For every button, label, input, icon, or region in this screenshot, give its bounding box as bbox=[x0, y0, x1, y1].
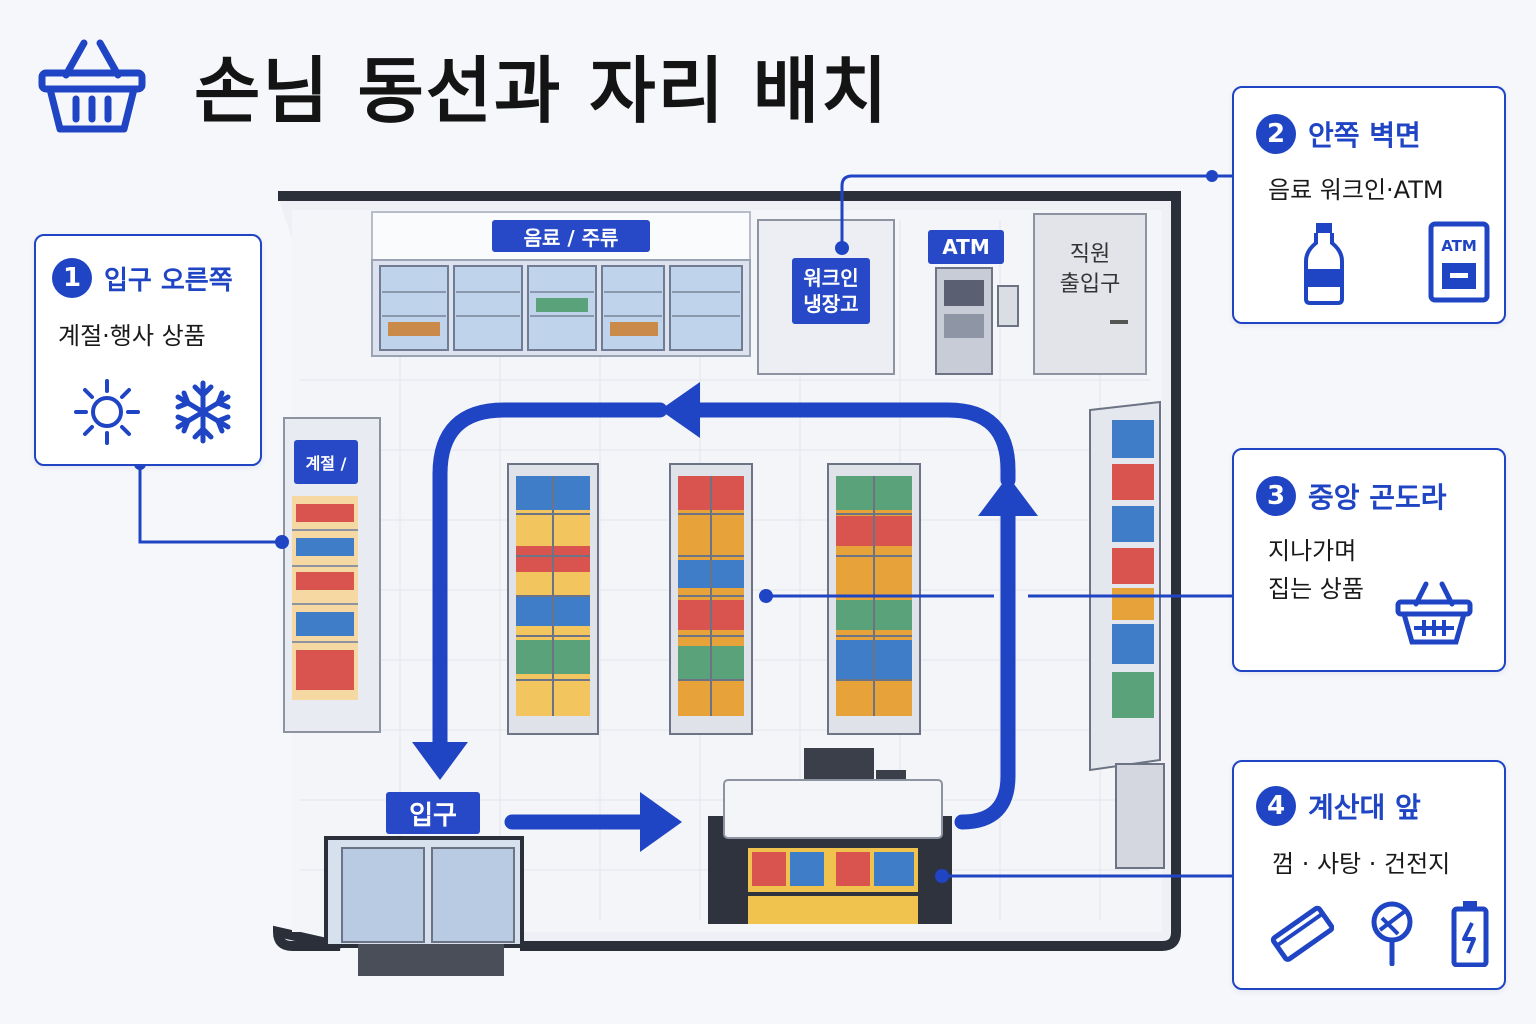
zone-card-back-wall: 2 안쪽 벽면 음료 워크인·ATM ATM bbox=[1232, 86, 1506, 324]
staff-door-label: 직원 출입구 bbox=[1052, 240, 1128, 300]
atm-machine bbox=[935, 267, 1019, 375]
staff-door-line2: 출입구 bbox=[1059, 272, 1121, 297]
zone-card-heading: 4 계산대 앞 bbox=[1256, 786, 1504, 826]
zone-subtitle-line2: 집는 상품 bbox=[1268, 575, 1364, 603]
center-gondolas bbox=[507, 463, 921, 735]
zone-number-badge: 2 bbox=[1256, 114, 1296, 154]
zone-card-checkout-front: 4 계산대 앞 껌 · 사탕 · 건전지 bbox=[1232, 760, 1506, 990]
zone-card-heading: 1 입구 오른쪽 bbox=[52, 258, 260, 298]
atm-icon: ATM bbox=[1428, 221, 1490, 303]
zone-heading: 중앙 곤도라 bbox=[1308, 481, 1447, 514]
basket-icon bbox=[1395, 581, 1473, 645]
seasonal-sign: 계절 / bbox=[294, 440, 358, 484]
header: 손님 동선과 자리 배치 bbox=[36, 32, 889, 137]
gum-icon bbox=[1270, 905, 1334, 962]
zone-card-heading: 2 안쪽 벽면 bbox=[1256, 114, 1504, 154]
zone-subtitle: 지나가며 집는 상품 bbox=[1268, 532, 1504, 608]
snowflake-icon bbox=[175, 380, 231, 444]
zone-heading: 계산대 앞 bbox=[1308, 791, 1421, 824]
svg-text:ATM: ATM bbox=[1441, 237, 1477, 255]
leader-lines bbox=[138, 174, 1232, 878]
basket-icon bbox=[38, 39, 146, 132]
entrance-sign: 입구 bbox=[386, 792, 480, 834]
entrance-doors bbox=[324, 836, 524, 976]
staff-door bbox=[1033, 213, 1147, 375]
zone-heading: 입구 오른쪽 bbox=[104, 265, 233, 296]
zone-card-entrance-right: 1 입구 오른쪽 계절·행사 상품 bbox=[34, 234, 262, 466]
checkout-counter bbox=[708, 748, 952, 924]
flow-arrowheads bbox=[412, 382, 1038, 852]
zone-subtitle: 껌 · 사탕 · 건전지 bbox=[1272, 850, 1451, 878]
zone-number-badge: 3 bbox=[1256, 476, 1296, 516]
right-wall-shelf bbox=[1089, 400, 1165, 869]
drinks-sign: 음료 / 주류 bbox=[492, 220, 650, 252]
zone-subtitle: 계절·행사 상품 bbox=[58, 322, 206, 350]
page-title: 손님 동선과 자리 배치 bbox=[194, 49, 890, 133]
zone-number-badge: 1 bbox=[52, 258, 92, 298]
walkin-sign-line2: 냉장고 bbox=[803, 292, 859, 316]
drinks-cooler bbox=[371, 211, 751, 357]
zone-subtitle: 음료 워크인·ATM bbox=[1268, 176, 1444, 204]
atm-sign: ATM bbox=[928, 230, 1004, 264]
walkin-sign-line1: 워크인 bbox=[803, 266, 859, 290]
walkin-cooler-door bbox=[757, 219, 895, 375]
zone-number-badge: 4 bbox=[1256, 786, 1296, 826]
customer-flow-path bbox=[432, 402, 1016, 830]
zone-card-center-gondola: 3 중앙 곤도라 지나가며 집는 상품 bbox=[1232, 448, 1506, 672]
zone-heading: 안쪽 벽면 bbox=[1308, 119, 1421, 152]
sun-icon bbox=[74, 379, 140, 445]
zone-subtitle-line1: 지나가며 bbox=[1268, 537, 1357, 565]
staff-door-line1: 직원 bbox=[1069, 242, 1111, 267]
bottle-icon bbox=[1304, 223, 1344, 305]
battery-icon bbox=[1451, 901, 1489, 967]
walkin-cooler-sign: 워크인 냉장고 bbox=[792, 258, 870, 324]
lollipop-icon bbox=[1371, 901, 1413, 966]
zone-card-heading: 3 중앙 곤도라 bbox=[1256, 476, 1504, 516]
